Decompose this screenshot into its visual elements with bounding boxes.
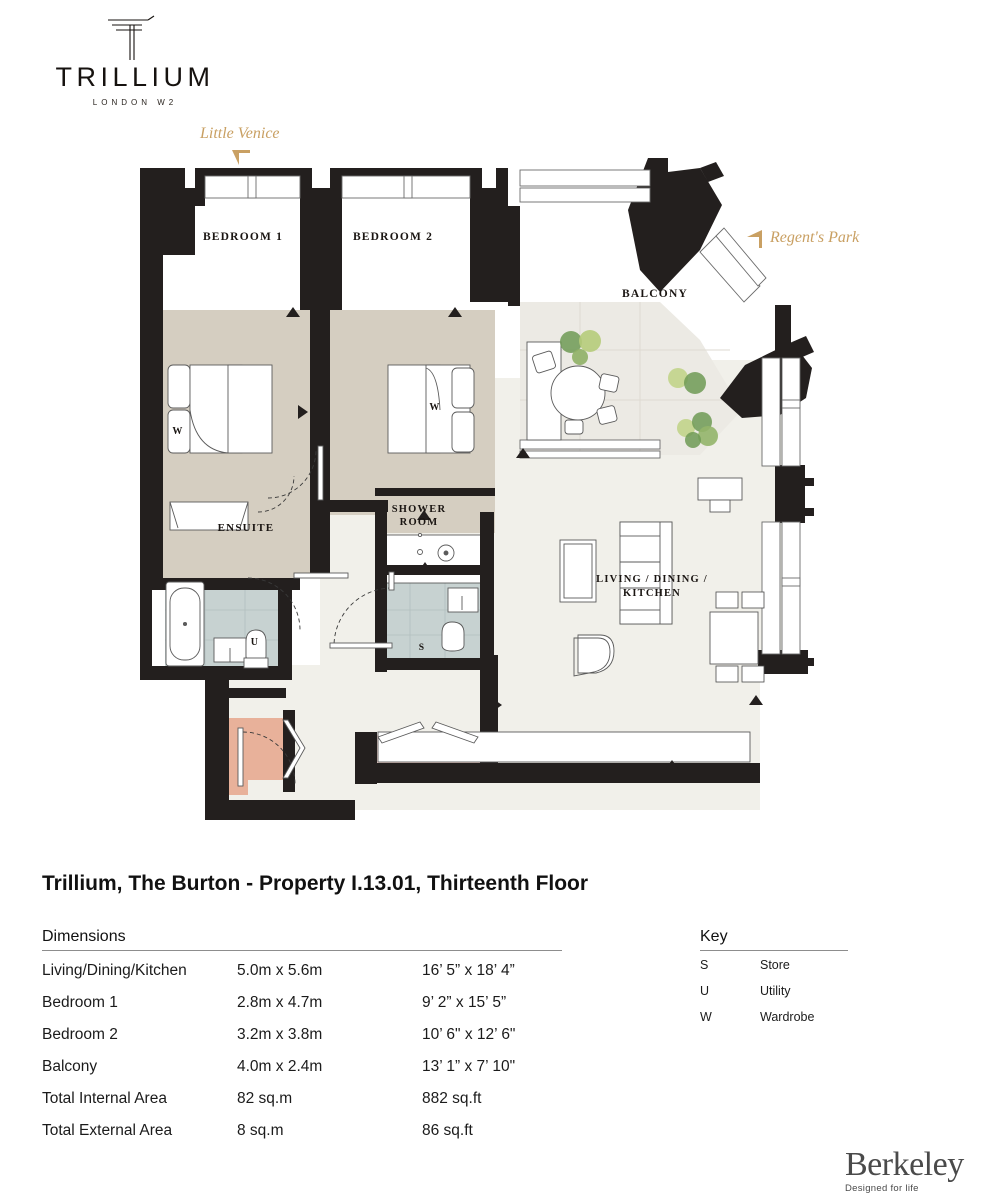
wardrobe-marker-bedroom-1: W bbox=[172, 426, 183, 437]
shower-tray bbox=[384, 534, 486, 584]
view-direction-markers bbox=[286, 307, 763, 770]
living-label-line2: KITCHEN bbox=[623, 588, 681, 599]
ensuite-fixtures bbox=[165, 581, 269, 669]
trillium-logo: TRILLIUM LONDON W2 bbox=[40, 14, 230, 110]
bedroom-2-wardrobe-floor bbox=[375, 495, 495, 533]
logo-subtitle: LONDON W2 bbox=[92, 98, 178, 107]
orientation-little-venice: Little Venice bbox=[199, 125, 280, 165]
dimension-imperial: 882 sq.ft bbox=[422, 1090, 482, 1107]
table-row: Total Internal Area 82 sq.m 882 sq.ft bbox=[42, 1083, 602, 1115]
key-meaning: Utility bbox=[760, 984, 791, 998]
dimensions-table: Living/Dining/Kitchen 5.0m x 5.6m 16’ 5”… bbox=[42, 955, 602, 1147]
list-item: U Utility bbox=[700, 978, 814, 1004]
balcony-plants bbox=[560, 330, 718, 448]
utility-marker: U bbox=[251, 637, 259, 648]
key-symbol: U bbox=[700, 984, 710, 998]
dimension-name: Bedroom 2 bbox=[42, 1026, 118, 1043]
dimension-metric: 2.8m x 4.7m bbox=[237, 994, 323, 1011]
dimension-name: Living/Dining/Kitchen bbox=[42, 962, 187, 979]
shower-room-fixtures bbox=[417, 532, 479, 652]
floor-plan-svg: Little Venice Regent's Park BEDROOM 1 BE… bbox=[140, 125, 860, 820]
dimension-metric: 8 sq.m bbox=[237, 1122, 284, 1139]
windows bbox=[204, 169, 801, 655]
key-table: S Store U Utility W Wardrobe bbox=[700, 952, 814, 1030]
dimension-imperial: 9’ 2” x 15’ 5” bbox=[422, 994, 507, 1011]
table-row: Balcony 4.0m x 2.4m 13’ 1” x 7’ 10" bbox=[42, 1051, 602, 1083]
dimension-imperial: 86 sq.ft bbox=[422, 1122, 473, 1139]
key-heading: Key bbox=[700, 928, 848, 951]
dimension-metric: 82 sq.m bbox=[237, 1090, 293, 1107]
walls bbox=[140, 158, 814, 820]
living-label-line1: LIVING / DINING / bbox=[596, 574, 708, 585]
bedroom-1-furniture bbox=[167, 364, 273, 454]
utility-doors bbox=[282, 719, 306, 779]
table-row: Living/Dining/Kitchen 5.0m x 5.6m 16’ 5”… bbox=[42, 955, 602, 987]
bedroom-1-label: BEDROOM 1 bbox=[203, 231, 283, 243]
berkeley-logo: Berkeley Designed for life bbox=[845, 1146, 965, 1195]
wardrobe-marker-bedroom-2: W bbox=[429, 402, 440, 413]
dimension-metric: 5.0m x 5.6m bbox=[237, 962, 323, 979]
list-item: W Wardrobe bbox=[700, 1004, 814, 1030]
balcony-label: BALCONY bbox=[622, 288, 688, 300]
bedroom-2-label: BEDROOM 2 bbox=[353, 231, 433, 243]
dimension-name: Bedroom 1 bbox=[42, 994, 118, 1011]
bedroom-1-wardrobe bbox=[169, 501, 249, 531]
developer-name: Berkeley bbox=[845, 1146, 964, 1183]
key-symbol: W bbox=[700, 1010, 712, 1024]
dimension-imperial: 16’ 5” x 18’ 4” bbox=[422, 962, 515, 979]
table-row: Total External Area 8 sq.m 86 sq.ft bbox=[42, 1115, 602, 1147]
regents-park-label: Regent's Park bbox=[769, 229, 860, 246]
dimension-name: Total External Area bbox=[42, 1122, 173, 1139]
table-row: Bedroom 1 2.8m x 4.7m 9’ 2” x 15’ 5” bbox=[42, 987, 602, 1019]
dimension-name: Total Internal Area bbox=[42, 1090, 167, 1107]
bedroom-2-furniture bbox=[387, 364, 475, 454]
logo-wordmark: TRILLIUM bbox=[55, 62, 215, 92]
trillium-mark-icon bbox=[108, 15, 155, 60]
balcony-furniture bbox=[526, 341, 620, 441]
floor-plan: Little Venice Regent's Park BEDROOM 1 BE… bbox=[0, 110, 1000, 830]
list-item: S Store bbox=[700, 952, 814, 978]
page-title: Trillium, The Burton - Property I.13.01,… bbox=[42, 872, 589, 895]
table-row: Bedroom 2 3.2m x 3.8m 10’ 6" x 12’ 6" bbox=[42, 1019, 602, 1051]
regents-park-arrow-icon bbox=[747, 230, 762, 248]
little-venice-arrow-icon bbox=[232, 150, 250, 165]
key-meaning: Wardrobe bbox=[760, 1010, 815, 1024]
store-marker: S bbox=[419, 643, 425, 653]
dimension-metric: 3.2m x 3.8m bbox=[237, 1026, 323, 1043]
dimension-imperial: 10’ 6" x 12’ 6" bbox=[422, 1026, 516, 1043]
door-leaves bbox=[237, 445, 395, 787]
door-swings bbox=[242, 449, 393, 785]
store-doors bbox=[377, 721, 479, 744]
dimensions-heading: Dimensions bbox=[42, 928, 562, 951]
little-venice-label: Little Venice bbox=[199, 125, 280, 142]
shower-room-label-line1: SHOWER bbox=[392, 504, 446, 515]
key-symbol: S bbox=[700, 958, 709, 972]
dimension-imperial: 13’ 1” x 7’ 10" bbox=[422, 1058, 516, 1075]
dimension-metric: 4.0m x 2.4m bbox=[237, 1058, 323, 1075]
shower-room-label-line2: ROOM bbox=[400, 517, 439, 528]
dimension-name: Balcony bbox=[42, 1058, 98, 1075]
developer-tagline: Designed for life bbox=[845, 1183, 919, 1194]
key-meaning: Store bbox=[760, 958, 790, 972]
living-furniture bbox=[377, 477, 765, 763]
ensuite-label: ENSUITE bbox=[218, 522, 275, 534]
orientation-regents-park: Regent's Park bbox=[747, 229, 860, 248]
